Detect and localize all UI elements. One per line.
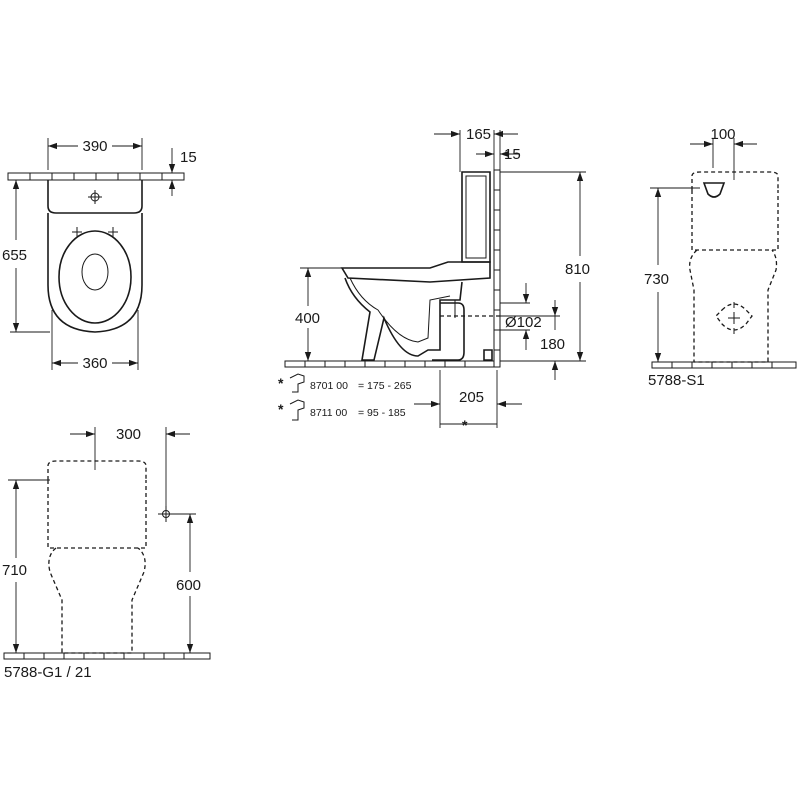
- wall-strip-top: [7, 172, 185, 181]
- dim-300-label: 300: [116, 426, 141, 443]
- svg-text:*: *: [278, 375, 284, 391]
- outlet-cross-icon: [715, 302, 753, 334]
- model-s1-label: 5788-S1: [648, 372, 705, 389]
- side-view: 165 15 810 400 Ø102 180 205: [278, 126, 590, 433]
- cistern-plan: [47, 180, 143, 214]
- dim-390-label: 390: [82, 138, 107, 155]
- top-view: 390 15 655 360: [2, 138, 197, 372]
- dim-100-label: 100: [710, 126, 735, 143]
- dim-730-label: 730: [644, 271, 669, 288]
- seat-plan: [58, 230, 132, 324]
- dim-810-label: 810: [565, 261, 590, 278]
- dim-655-label: 655: [2, 247, 27, 264]
- variant-code-2: 8711 00: [310, 407, 347, 419]
- dim-15-top-label: 15: [180, 149, 197, 166]
- variant-code-1: 8701 00: [310, 380, 348, 392]
- inlet-icon: [702, 182, 726, 198]
- variant-range-1: = 175 - 265: [358, 380, 412, 392]
- flush-button-icon: [88, 190, 102, 204]
- front-view-s1: 100 730 5788-S1: [644, 126, 797, 389]
- variant-8701: * 8701 00 = 175 - 265: [278, 373, 412, 393]
- dim-710-label: 710: [2, 562, 27, 579]
- pan-connector-icon-2: [289, 399, 305, 421]
- hinge-icon: [72, 227, 118, 237]
- dim-165-label: 165: [466, 126, 491, 143]
- wall-strip-side: [493, 169, 501, 368]
- footnote-star-bottom: *: [462, 417, 468, 433]
- variant-range-2: = 95 - 185: [358, 407, 406, 419]
- floor-strip-g1: [3, 652, 211, 660]
- front-view-g1: 300 710 600 5788-G1 / 21: [2, 426, 211, 681]
- dim-600-label: 600: [176, 577, 201, 594]
- floor-strip-s1: [651, 361, 797, 369]
- dim-400-label: 400: [295, 310, 320, 327]
- model-g1-label: 5788-G1 / 21: [4, 664, 92, 681]
- pan-connector-icon: [289, 373, 305, 393]
- bowl-plan: [47, 213, 143, 333]
- dim-205-label: 205: [459, 389, 484, 406]
- outlet-pipe: [432, 302, 465, 361]
- seat-opening: [81, 253, 109, 291]
- svg-text:*: *: [278, 401, 284, 417]
- variant-8711: * 8711 00 = 95 - 185: [278, 399, 406, 421]
- floor-strip-side: [284, 360, 496, 368]
- seat-section: [340, 261, 491, 283]
- bowl-section: [344, 277, 463, 361]
- dim-360-label: 360: [82, 355, 107, 372]
- dim-180-label: 180: [540, 336, 565, 353]
- dim-15-side-label: 15: [504, 146, 521, 163]
- dim-diameter-label: Ø102: [505, 314, 542, 331]
